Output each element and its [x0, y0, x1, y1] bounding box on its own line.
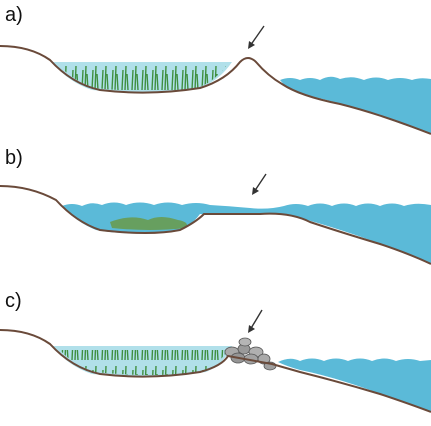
panel-c	[0, 310, 431, 412]
arrow-icon	[248, 310, 262, 333]
rock-pile-icon	[225, 338, 276, 370]
flooded-water-b	[62, 203, 431, 265]
panel-a	[0, 26, 431, 134]
panel-b	[0, 174, 431, 264]
arrow-icon	[248, 26, 264, 49]
arrow-icon	[252, 174, 266, 195]
